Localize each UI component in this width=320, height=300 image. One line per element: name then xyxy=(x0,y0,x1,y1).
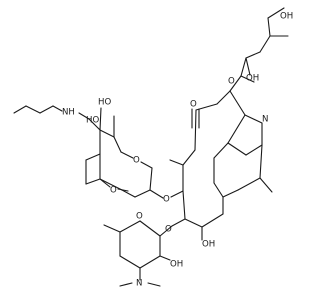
bond xyxy=(159,255,171,261)
atom-label-oh-bottom: OH xyxy=(170,260,183,270)
bond xyxy=(39,105,54,114)
atom-label-o-carbonyl: O xyxy=(190,100,197,110)
bond xyxy=(267,17,271,37)
bond xyxy=(52,105,63,112)
atom-label-ho-top: HO xyxy=(98,98,111,108)
bond xyxy=(170,190,184,198)
bond xyxy=(88,118,101,131)
bond xyxy=(120,151,134,159)
atom-label-oh-mid: OH xyxy=(202,240,215,250)
atom-label-o-glyco2: O xyxy=(165,225,172,235)
bond xyxy=(259,35,271,53)
bond xyxy=(227,114,246,144)
bond xyxy=(182,149,196,166)
atom-label-oh-right: OH xyxy=(246,74,259,84)
bond xyxy=(103,224,121,233)
bond xyxy=(139,255,161,269)
bond xyxy=(245,144,263,156)
bond xyxy=(85,178,101,185)
bond xyxy=(184,218,203,228)
bond xyxy=(244,114,263,124)
bond xyxy=(78,112,90,120)
atom-labels: NH HO O O O O O OH OH N OH O O N OH HO xyxy=(62,12,293,289)
bond xyxy=(134,189,151,198)
bond xyxy=(99,178,111,188)
bond xyxy=(245,51,261,59)
bond xyxy=(229,75,242,92)
bond xyxy=(195,103,218,111)
molecule-structure: NH HO O O O O O OH OH N OH O O N OH HO xyxy=(13,7,293,289)
molecule-canvas: NH HO O O O O O OH OH N OH O O N OH HO xyxy=(13,7,293,289)
bond xyxy=(99,129,115,138)
bond xyxy=(13,105,27,114)
bond xyxy=(194,109,197,151)
bond xyxy=(85,153,101,161)
bond xyxy=(201,213,224,228)
bond xyxy=(227,142,247,156)
bond xyxy=(117,188,129,192)
bond xyxy=(113,136,122,153)
bond xyxy=(119,220,141,233)
bond xyxy=(25,105,41,114)
bond xyxy=(229,90,246,116)
atom-label-n-ring: N xyxy=(262,115,268,125)
atom-label-nh: NH xyxy=(62,108,75,118)
atom-label-o-methoxy: O xyxy=(110,186,117,196)
bond xyxy=(237,177,261,191)
bond xyxy=(259,144,263,179)
bond xyxy=(99,178,123,191)
atom-label-o-sugar2: O xyxy=(136,212,143,222)
bond xyxy=(149,189,164,199)
bond xyxy=(149,167,153,191)
atom-label-oh-far-right: OH xyxy=(280,12,293,22)
bond xyxy=(259,177,273,193)
bond xyxy=(171,218,186,227)
bond xyxy=(240,57,247,77)
bond xyxy=(240,75,255,83)
bond xyxy=(147,282,161,287)
bond xyxy=(119,282,133,287)
bond xyxy=(182,190,186,220)
bond xyxy=(169,159,184,166)
bond xyxy=(119,255,141,269)
bond xyxy=(216,90,231,105)
bond xyxy=(213,142,229,159)
atom-label-ho-sugar: HO xyxy=(86,116,99,126)
bond-lines xyxy=(13,7,289,287)
bond xyxy=(139,220,161,237)
bond xyxy=(159,225,173,237)
atom-label-o-sugar1: O xyxy=(133,156,140,166)
atom-label-o-ring: O xyxy=(228,77,235,87)
bond xyxy=(267,7,285,19)
bond xyxy=(121,189,136,198)
bond xyxy=(245,57,251,76)
bond xyxy=(213,182,224,198)
atom-label-n-dimethyl: N xyxy=(136,279,142,289)
atom-label-o-glyco1: O xyxy=(163,195,170,205)
bond xyxy=(222,189,239,198)
bond xyxy=(99,107,102,131)
bond xyxy=(140,161,153,169)
